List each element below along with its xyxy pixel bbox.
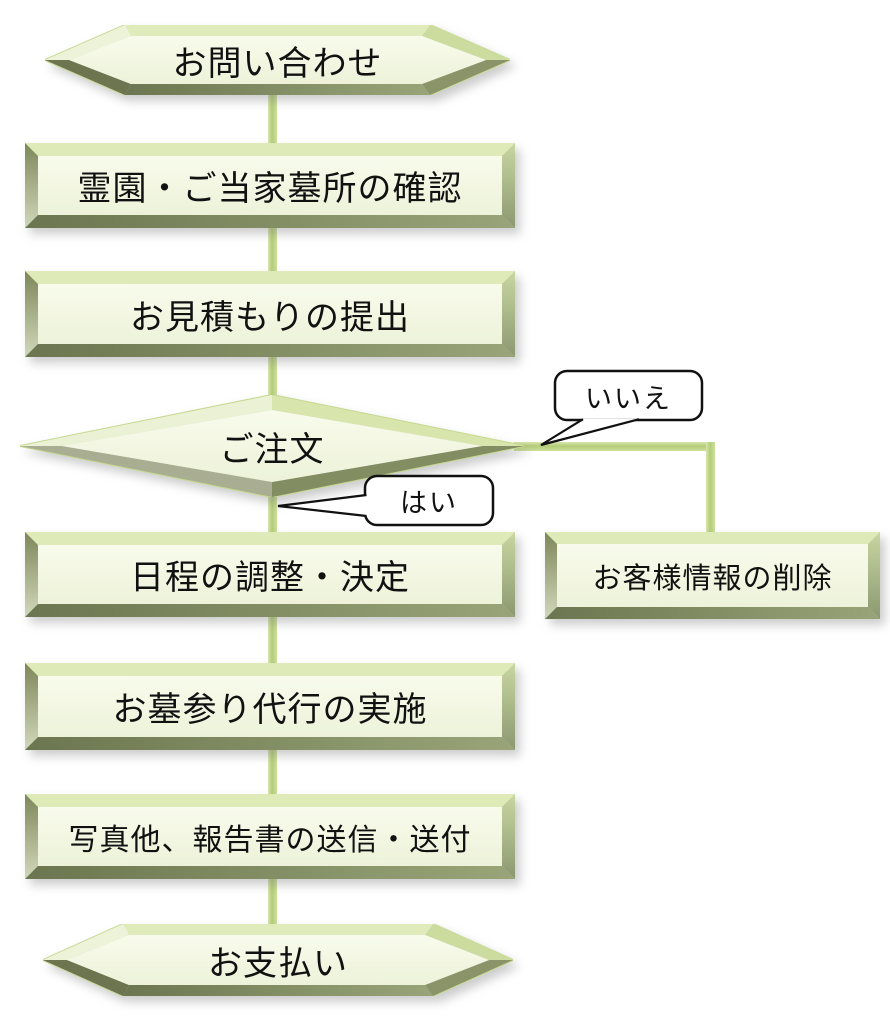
decision-shape — [20, 395, 524, 497]
node-payment-label: お支払い — [208, 944, 348, 983]
callout-no: いいえ — [535, 368, 705, 452]
node-confirm-site: 霊園・ご当家墓所の確認 — [25, 143, 515, 228]
connector-estimate-order — [268, 353, 277, 401]
hexagon-shape — [43, 924, 513, 996]
node-report: 写真他、報告書の送信・送付 — [25, 794, 515, 879]
node-inquiry-label: お問い合わせ — [172, 44, 383, 83]
node-delete-customer-info: お客様情報の削除 — [545, 532, 880, 619]
node-visit-service: お墓参り代行の実施 — [25, 663, 515, 750]
process-shape — [25, 143, 515, 228]
node-order-decision-label: ご注文 — [219, 430, 325, 469]
process-shape — [25, 532, 515, 617]
callout-yes: はい — [270, 472, 498, 534]
connector-schedule-visit — [268, 613, 277, 668]
process-shape — [25, 794, 515, 879]
node-delete-customer-info-label: お客様情報の削除 — [592, 562, 833, 595]
connector-order-schedule-yes — [268, 492, 277, 537]
process-shape — [25, 663, 515, 750]
node-schedule-label: 日程の調整・決定 — [130, 559, 410, 597]
node-inquiry: お問い合わせ — [45, 25, 510, 95]
callout-yes-label: はい — [400, 488, 458, 518]
speech-bubble-shape — [277, 474, 495, 527]
callout-no-label: いいえ — [585, 383, 672, 414]
connector-visit-report — [268, 746, 277, 799]
process-shape — [25, 271, 515, 357]
node-payment: お支払い — [43, 924, 513, 996]
process-shape — [545, 532, 880, 619]
hexagon-shape — [45, 25, 510, 95]
connector-order-no-horizontal — [514, 442, 715, 451]
node-estimate-label: お見積もりの提出 — [130, 298, 410, 337]
node-order-decision: ご注文 — [20, 395, 524, 497]
connector-order-no-vertical — [706, 442, 715, 536]
node-estimate: お見積もりの提出 — [25, 271, 515, 357]
speech-bubble-shape — [540, 369, 704, 447]
connector-confirm-estimate — [268, 224, 277, 276]
connector-report-payment — [268, 875, 277, 929]
node-confirm-site-label: 霊園・ご当家墓所の確認 — [77, 170, 463, 208]
connector-inquiry-confirm — [268, 90, 277, 148]
node-schedule: 日程の調整・決定 — [25, 532, 515, 617]
node-report-label: 写真他、報告書の送信・送付 — [68, 823, 472, 857]
node-visit-service-label: お墓参り代行の実施 — [112, 691, 428, 729]
